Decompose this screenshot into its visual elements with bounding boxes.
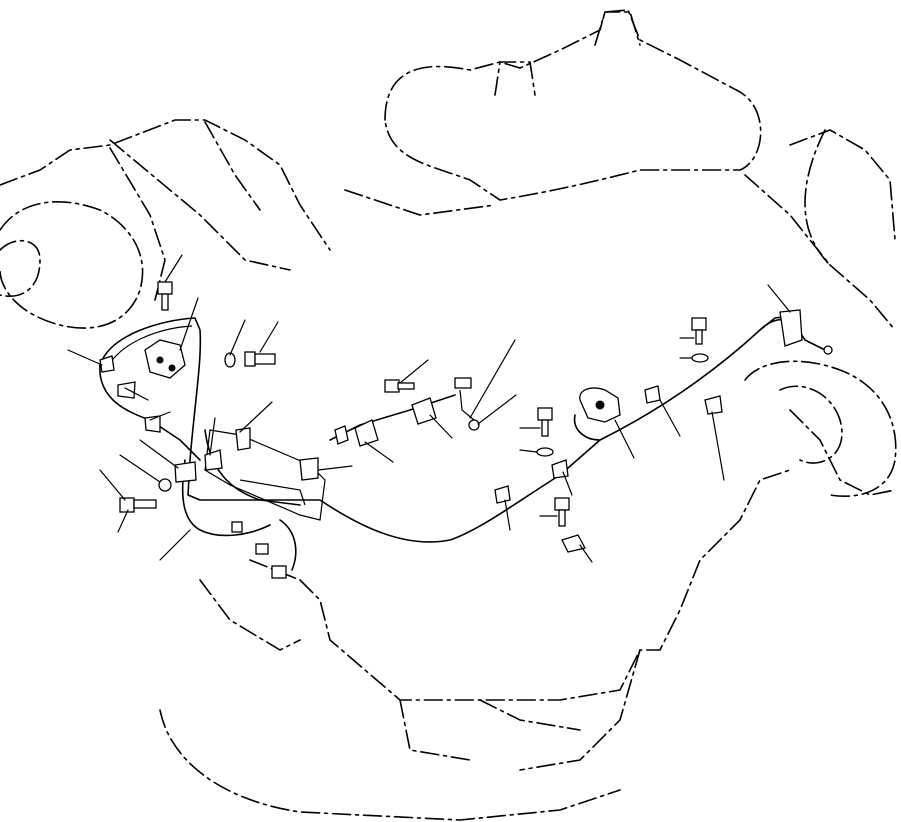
leader-29 (711, 411, 725, 481)
harness-branch-right (573, 414, 601, 441)
clamp-center-3 (334, 425, 349, 445)
clamp-mid-1 (204, 449, 223, 471)
clamp-right-3 (644, 385, 661, 404)
sender-unit (579, 387, 621, 423)
terminal-end (779, 309, 833, 355)
harness-branch-lower (181, 459, 271, 537)
harness-main-trunk (99, 315, 791, 543)
left-mid-edge (109, 139, 291, 271)
leader-4 (229, 319, 246, 356)
engine-outline (0, 9, 897, 821)
leader-2 (179, 297, 199, 351)
sump-left-edge (199, 579, 301, 651)
clip-right (704, 395, 723, 415)
leader-6 (124, 387, 149, 401)
leader-3 (67, 349, 103, 366)
bolt-top-left (157, 281, 173, 311)
leader-22 (519, 449, 538, 453)
clamp-center-2 (411, 397, 437, 425)
bolt-center (384, 379, 415, 393)
leader-32 (767, 284, 791, 313)
leader-17 (399, 359, 429, 384)
leader-9 (119, 454, 161, 483)
harness-branch-right-drop (204, 429, 301, 506)
leader-27 (614, 419, 635, 459)
relay-block (144, 339, 186, 379)
bolt-right-top (691, 317, 709, 363)
sensor-plug (454, 377, 480, 431)
leader-14 (209, 417, 216, 456)
leader-5 (259, 321, 279, 353)
leader-lines (67, 254, 791, 563)
sump-outline (159, 709, 621, 821)
right-block-mid (744, 174, 896, 331)
valve-cover-lower-edge (344, 189, 496, 216)
leader-20 (477, 394, 517, 425)
leader-18 (429, 414, 453, 439)
clamp-left-3 (144, 415, 161, 433)
clamp-mid-3 (299, 457, 319, 481)
parts (99, 281, 833, 579)
sump-inner (399, 699, 471, 761)
clamp-left-2 (117, 381, 136, 399)
clamp-right-2 (551, 459, 569, 479)
leader-19 (469, 339, 516, 419)
leader-24 (562, 471, 573, 496)
harness-branch-sensor (279, 519, 297, 571)
valve-cover-cap-1 (494, 61, 536, 96)
bolt-lower-right (554, 497, 586, 553)
left-cylinder-inner (0, 239, 41, 297)
leader-8 (139, 439, 179, 469)
washer-left (158, 478, 172, 492)
leader-15 (317, 465, 353, 471)
bolt-lower-left (119, 497, 157, 513)
left-cylinder (0, 201, 144, 329)
clamp-left-1 (99, 355, 115, 373)
leader-12 (159, 529, 191, 561)
valve-cover-cap-2 (594, 11, 641, 46)
left-top-edge (204, 121, 261, 211)
mounting-bracket-inner (239, 479, 306, 506)
leader-7 (149, 411, 171, 421)
leader-1 (164, 254, 183, 283)
leader-26 (579, 544, 593, 563)
bolt-upper-mid (224, 351, 276, 368)
clamp-left-4 (174, 461, 197, 483)
clamp-right-1 (494, 485, 511, 504)
right-lower-edge (789, 409, 896, 496)
leader-11 (117, 509, 129, 533)
valve-cover-outline (384, 9, 762, 201)
clamp-mid-2 (235, 427, 251, 451)
left-wall-edge (249, 559, 301, 581)
right-block-outline (789, 129, 896, 241)
leader-23 (504, 499, 511, 531)
harness-branch-upper (329, 394, 456, 441)
bolt-mid-right (536, 407, 554, 457)
lower-right-edge (519, 649, 641, 771)
right-cylinder (744, 360, 897, 497)
clamp-center-1 (354, 419, 379, 447)
harness-branch-left (99, 364, 201, 461)
mounting-bracket (204, 429, 326, 521)
left-block-outline (0, 119, 331, 251)
leader-16 (364, 441, 394, 463)
right-block-curve (804, 129, 831, 266)
front-edge (479, 699, 581, 731)
left-block-inner (109, 147, 166, 301)
leader-13 (239, 401, 273, 433)
leader-10 (99, 469, 126, 501)
wiring-harness (99, 315, 826, 571)
lower-block-outline (299, 469, 791, 701)
connectors-lower (231, 521, 287, 579)
right-cylinder-inner (779, 385, 843, 464)
leader-28 (659, 399, 681, 437)
